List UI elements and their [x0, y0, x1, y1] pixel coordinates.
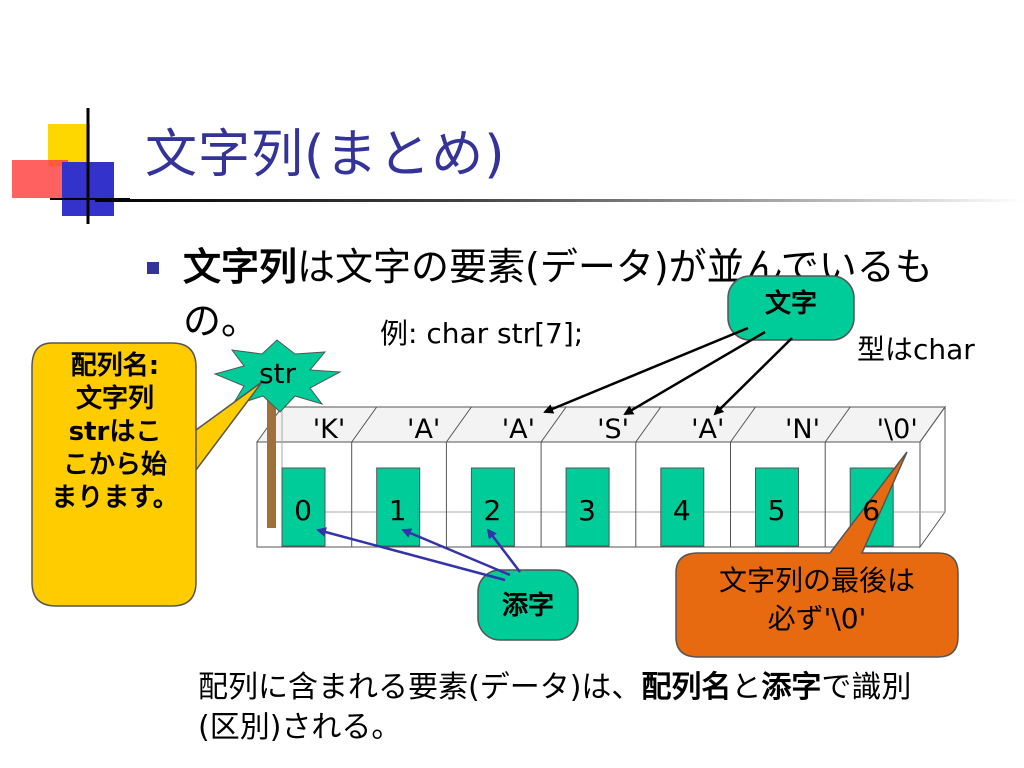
index-box [755, 467, 799, 547]
deco-yellow-square [48, 124, 90, 166]
array-dividers [351, 406, 851, 547]
array-cell-divider [635, 406, 662, 547]
deco-red-square [12, 160, 68, 198]
array-cell-divider [730, 406, 756, 547]
char-arrow-4 [713, 337, 793, 416]
char-arrow-3 [623, 330, 766, 416]
array-index-label: 0 [294, 494, 312, 527]
terminator-callout: 文字列の最後は 必ず'\0' [676, 562, 958, 638]
index-labels: 0 1 2 3 4 5 6 [294, 494, 880, 527]
array-cell-divider [540, 406, 567, 547]
array-index-label: 5 [768, 494, 786, 527]
array-char-label: 'K' [313, 414, 346, 445]
array-char-label: 'N' [785, 414, 820, 445]
pointer-stick [267, 358, 276, 528]
bullet-marker [147, 262, 159, 274]
char-labels: 'K' 'A' 'A' 'S' 'A' 'N' '\0' [313, 414, 918, 445]
array-char-label: 'A' [691, 414, 724, 445]
array-name-callout-line: 配列名: [70, 351, 160, 381]
index-arrows [316, 527, 521, 582]
title-decoration [12, 108, 130, 224]
terminator-callout-line: 必ず'\0' [767, 602, 867, 635]
array-index-label: 4 [673, 494, 691, 527]
terminator-callout-shape [675, 451, 959, 658]
example-declaration: 例: char str[7]; [380, 317, 584, 350]
bottom-note-part: と [731, 670, 762, 705]
index-arrow-2 [486, 528, 521, 573]
index-arrow-0 [316, 527, 506, 582]
slide-title: 文字列(まとめ) [145, 125, 506, 185]
index-box [660, 467, 705, 547]
array-char-label: 'S' [597, 414, 629, 445]
array-name-callout: 配列名: 文字列 strはこ こから始 まります。 [35, 350, 195, 515]
array-cell-divider [445, 406, 472, 547]
array-cell-divider [351, 406, 378, 547]
bullet-bold-term: 文字列 [183, 245, 298, 289]
array-cell-divider [824, 406, 851, 547]
char-callout: 文字 [764, 289, 817, 319]
bottom-note-bold-array-name: 配列名 [641, 670, 732, 705]
bottom-note-bold-index: 添字 [761, 670, 822, 705]
char-arrows [543, 326, 793, 416]
array-char-label: 'A' [502, 414, 535, 445]
array-name-callout-line: strはこ [68, 417, 162, 447]
terminator-callout-line: 文字列の最後は [718, 564, 915, 597]
array-name-label: str [258, 357, 297, 390]
array-name-callout-line: 文字列 [75, 384, 154, 414]
array-name-callout-line: こから始 [62, 450, 167, 480]
array-char-label: 'A' [407, 414, 440, 445]
title-rule [95, 199, 1024, 202]
array-name-callout-shape [31, 342, 263, 607]
char-arrow-2 [543, 326, 749, 414]
bottom-note-part: で識別(区別)される。 [198, 670, 912, 745]
bottom-note: 配列に含まれる要素(データ)は、配列名と添字で識別(区別)される。 [198, 668, 918, 748]
index-callout: 添字 [501, 591, 554, 621]
array-index-label: 2 [483, 494, 501, 527]
array-name-callout-line: まります。 [51, 483, 179, 513]
index-box [565, 467, 610, 547]
array-char-label: '\0' [877, 414, 918, 445]
array-index-label: 1 [389, 494, 407, 527]
array-index-label: 3 [578, 494, 596, 527]
index-callout-shape [477, 569, 579, 641]
array-index-label: 6 [862, 494, 880, 527]
type-note: 型はchar [857, 333, 975, 366]
bottom-note-part: 配列に含まれる要素(データ)は、 [198, 670, 642, 705]
index-arrow-1 [401, 528, 511, 577]
